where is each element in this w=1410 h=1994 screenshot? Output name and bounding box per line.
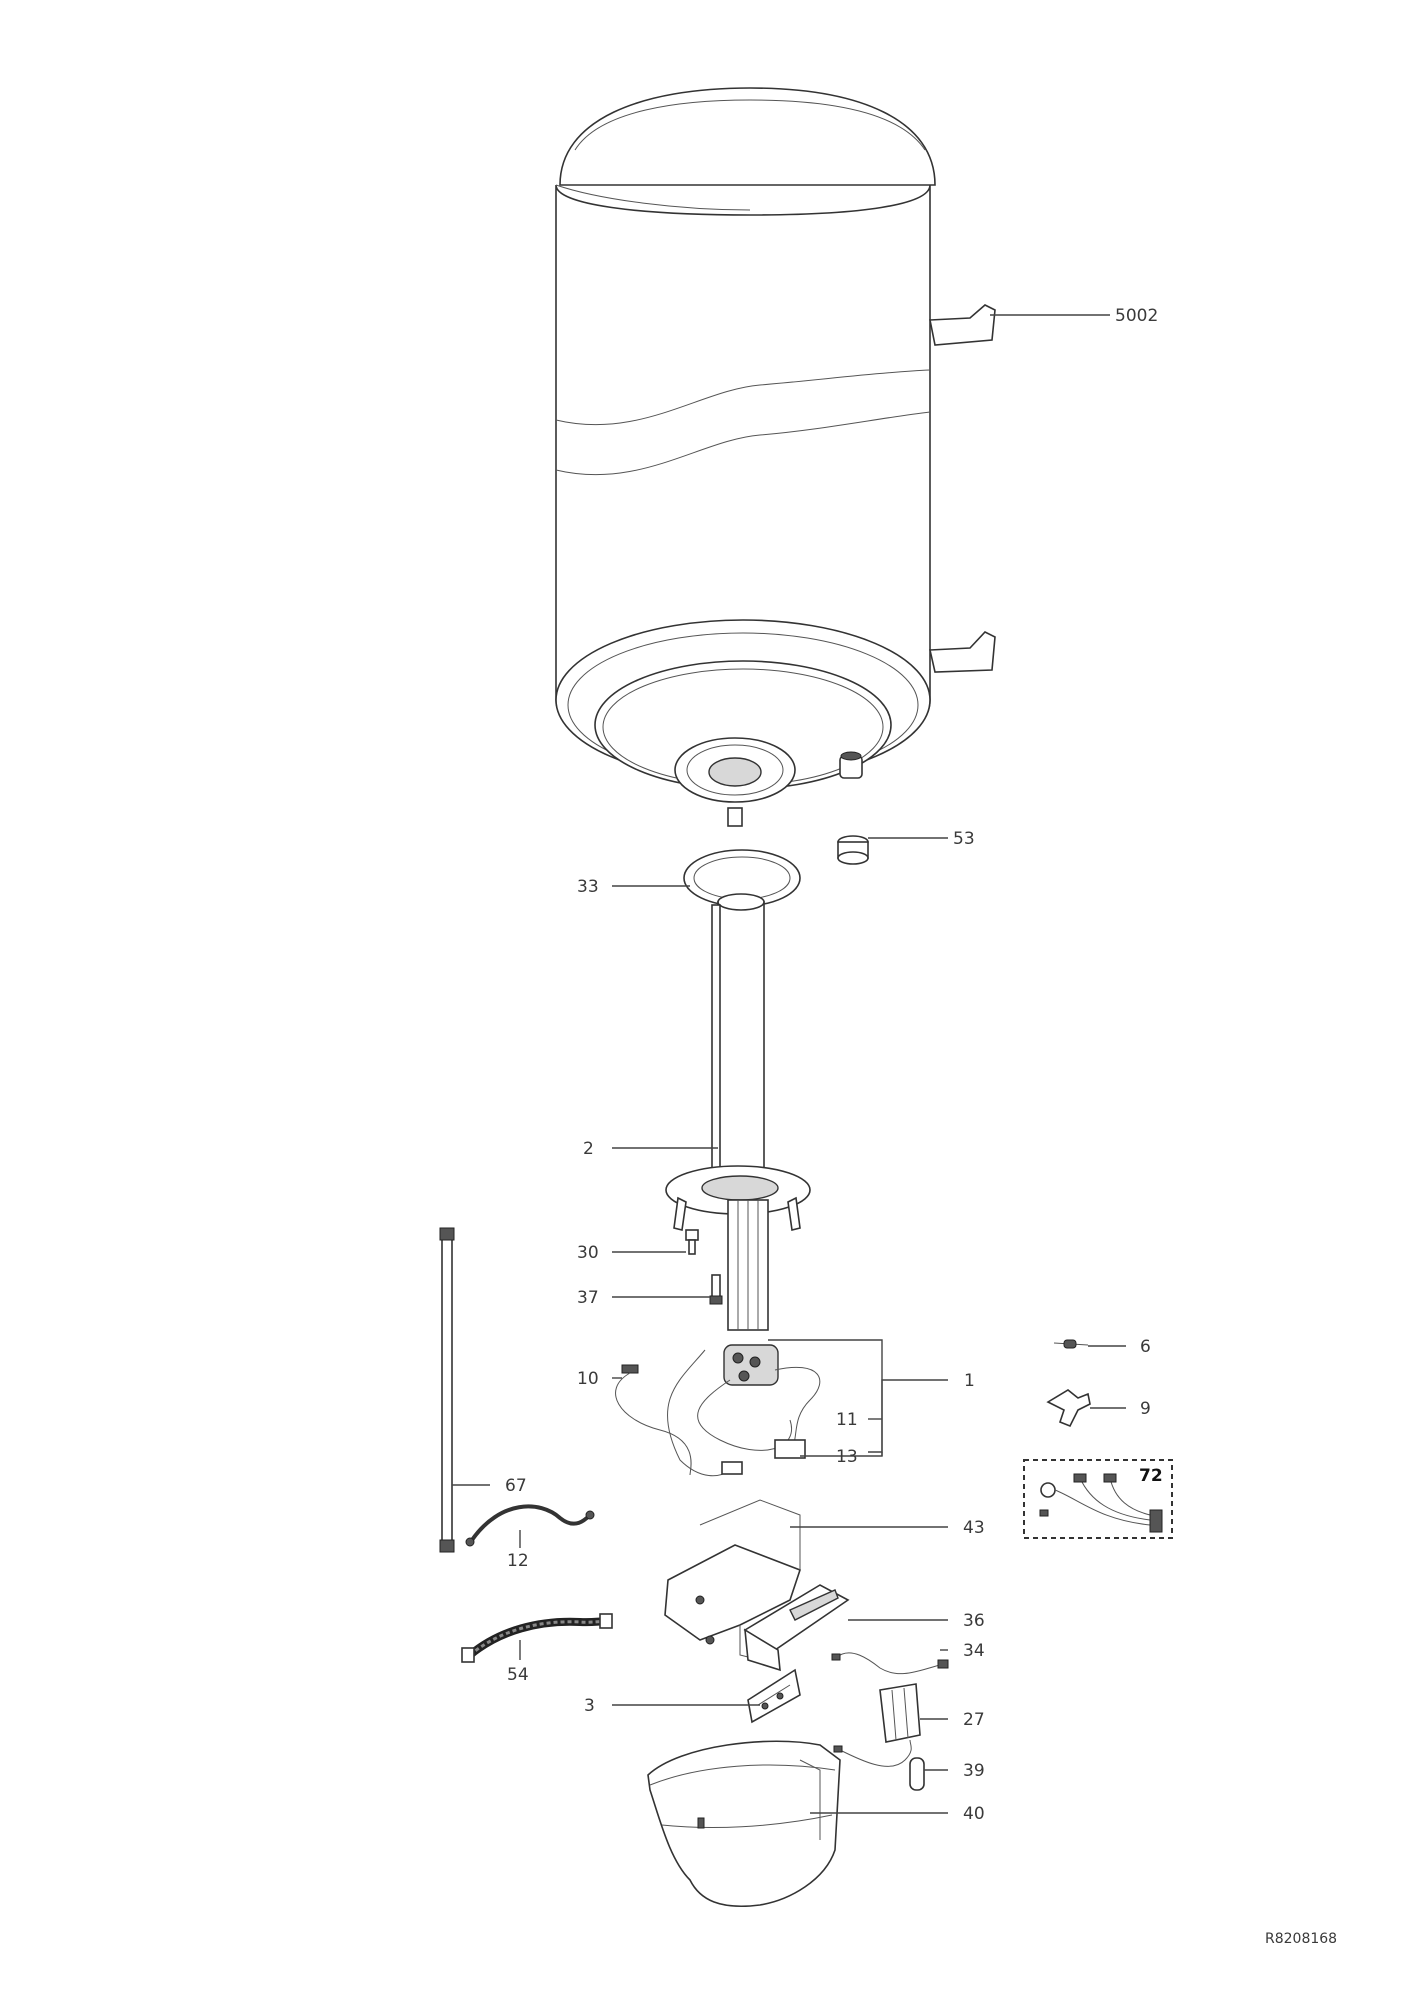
sensor-part-37: [709, 1274, 723, 1305]
callout-30: 30: [577, 1243, 599, 1263]
callout-10: 10: [577, 1369, 599, 1389]
callout-53: 53: [953, 829, 975, 849]
reference-code: R8208168: [1265, 1931, 1337, 1947]
callout-37: 37: [577, 1288, 599, 1308]
callout-43: 43: [963, 1518, 985, 1538]
callout-2: 2: [583, 1139, 594, 1159]
fitting-part-53: [837, 835, 869, 865]
fuse-part-39: [909, 1757, 925, 1791]
callout-9: 9: [1140, 1399, 1151, 1419]
callout-6: 6: [1140, 1337, 1151, 1357]
wall-bracket-part-5002: [929, 304, 996, 673]
heating-element-assembly-part-1: [665, 1165, 821, 1459]
bottom-cover-part-40: [647, 1740, 841, 1908]
callout-1: 1: [964, 1371, 975, 1391]
circuit-board-part-3: [747, 1668, 801, 1724]
callout-67: 67: [505, 1476, 527, 1496]
screw-part-30: [685, 1229, 699, 1255]
callout-34: 34: [963, 1641, 985, 1661]
callout-40: 40: [963, 1804, 985, 1824]
callout-12: 12: [507, 1551, 529, 1571]
wiring-kit-part-72: [1023, 1459, 1173, 1539]
bracket-part-43: [664, 1499, 802, 1661]
callout-13: 13: [836, 1447, 858, 1467]
callout-labels: 5002 53 33 2 30 37 1 10 11 13 6 9 72 67 …: [505, 306, 1163, 1824]
wire-part-10: [615, 1349, 743, 1477]
cable-part-34: [831, 1652, 949, 1675]
tray-part-36: [743, 1584, 850, 1672]
tube-part-2: [711, 893, 765, 1173]
callout-11: 11: [836, 1410, 858, 1430]
pin-part-6: [1053, 1339, 1089, 1349]
callout-33: 33: [577, 877, 599, 897]
terminal-block-part-27: [833, 1683, 921, 1767]
callout-72: 72: [1139, 1466, 1163, 1486]
callout-5002: 5002: [1115, 306, 1158, 326]
water-heater-tank: [555, 87, 936, 827]
callout-3: 3: [584, 1696, 595, 1716]
clip-part-9: [1046, 1389, 1091, 1428]
callout-27: 27: [963, 1710, 985, 1730]
strap-part-67: [439, 1227, 455, 1553]
hose-part-12: [465, 1504, 595, 1547]
callout-54: 54: [507, 1665, 529, 1685]
callout-39: 39: [963, 1761, 985, 1781]
hose-part-54: [461, 1613, 613, 1663]
leader-lines: [452, 314, 1126, 1814]
callout-36: 36: [963, 1611, 985, 1631]
